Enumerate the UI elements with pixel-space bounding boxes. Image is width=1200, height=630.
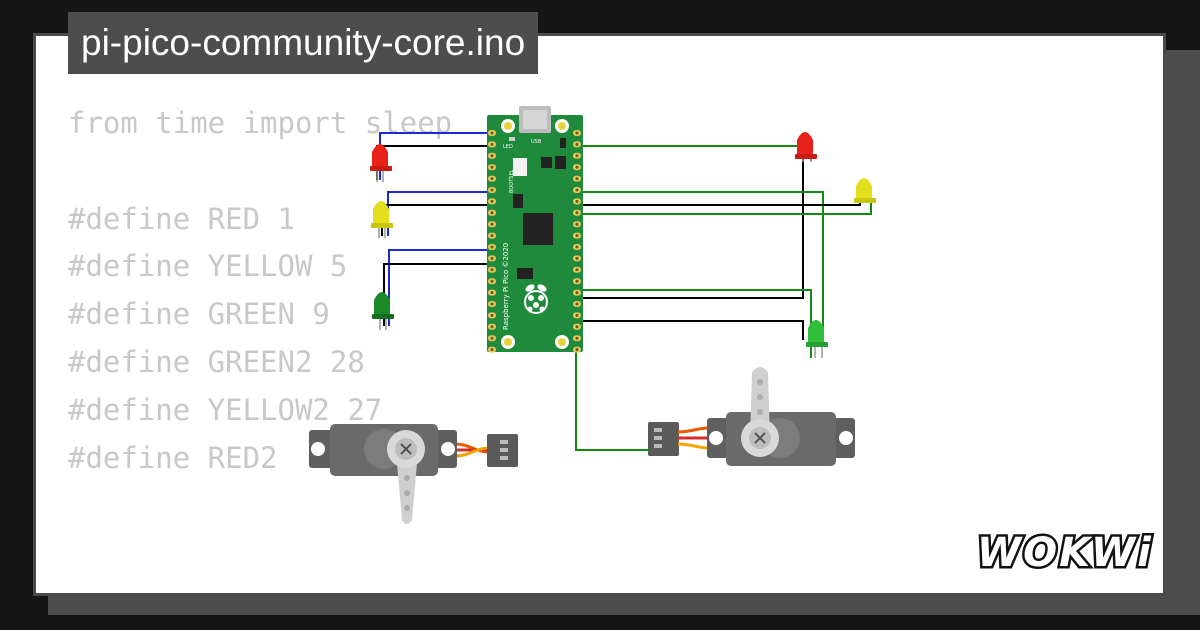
led-icon xyxy=(854,178,876,203)
project-title: pi-pico-community-core.ino xyxy=(68,12,539,74)
servo-horn-icon xyxy=(754,432,766,444)
servo-horn-icon xyxy=(400,443,412,455)
code-line: #define GREEN2 28 xyxy=(68,344,365,379)
led-icon xyxy=(795,132,817,162)
led-yellow-right[interactable] xyxy=(854,178,876,203)
led-icon xyxy=(806,320,828,358)
pin-hole xyxy=(490,199,494,203)
raspberry-pi-pico-board[interactable]: LED USB BOOTSEL Raspberry Pi Pico ©2020 xyxy=(487,106,583,353)
pin-hole xyxy=(490,188,494,192)
pin-hole xyxy=(490,268,494,272)
code-line: #define YELLOW 5 xyxy=(68,249,348,284)
pin-hole xyxy=(575,336,579,340)
pin-hole xyxy=(575,291,579,295)
silk-bootsel: BOOTSEL xyxy=(509,169,515,193)
pin-hole xyxy=(490,302,494,306)
pin-hole xyxy=(490,234,494,238)
pin-hole xyxy=(575,188,579,192)
pin-hole xyxy=(490,211,494,215)
pin-hole xyxy=(575,154,579,158)
pin-hole xyxy=(575,256,579,260)
pin-hole xyxy=(490,256,494,260)
brand-name: WOKWi xyxy=(977,530,1153,576)
pin-hole xyxy=(575,302,579,306)
led-red-left[interactable] xyxy=(370,144,392,182)
led-yellow-left[interactable] xyxy=(371,201,393,238)
code-line: #define RED2 xyxy=(68,440,278,475)
usb-connector-icon xyxy=(519,106,551,133)
servo-right[interactable] xyxy=(648,367,855,466)
code-line: from time import sleep xyxy=(68,106,453,140)
pin-hole xyxy=(490,245,494,249)
pin-hole xyxy=(575,131,579,135)
led-icon xyxy=(372,292,394,330)
pin-hole xyxy=(575,268,579,272)
pin-hole xyxy=(575,325,579,329)
pin-hole xyxy=(575,245,579,249)
wokwi-logo[interactable]: WOKWi xyxy=(975,526,1155,579)
silk-usb: USB xyxy=(531,139,542,145)
pin-hole xyxy=(490,313,494,317)
pin-header-right xyxy=(573,130,581,353)
pin-hole xyxy=(490,165,494,169)
raspberry-logo-icon xyxy=(524,284,548,314)
pin-hole xyxy=(575,177,579,181)
led-green-right[interactable] xyxy=(806,320,828,358)
pin-hole xyxy=(575,211,579,215)
pin-hole xyxy=(575,313,579,317)
led-icon xyxy=(371,201,393,238)
silk-led: LED xyxy=(503,144,513,150)
led-red-right[interactable] xyxy=(795,132,817,162)
code-line: #define YELLOW2 27 xyxy=(68,392,383,427)
pin-hole xyxy=(490,222,494,226)
pin-hole xyxy=(575,142,579,146)
servo-left[interactable] xyxy=(309,424,518,524)
pin-hole xyxy=(490,291,494,295)
pin-hole xyxy=(575,348,579,352)
board-label: Raspberry Pi Pico ©2020 xyxy=(502,243,510,330)
code-line: #define RED 1 xyxy=(68,201,295,236)
project-card[interactable] xyxy=(33,33,1166,596)
pin-hole xyxy=(490,279,494,283)
pin-hole xyxy=(575,199,579,203)
pin-hole xyxy=(490,336,494,340)
pin-hole xyxy=(575,234,579,238)
pin-hole xyxy=(490,177,494,181)
pin-hole xyxy=(575,279,579,283)
pin-hole xyxy=(490,131,494,135)
pin-hole xyxy=(490,348,494,352)
pin-hole xyxy=(575,222,579,226)
wires xyxy=(376,132,872,451)
pin-hole xyxy=(490,142,494,146)
code-preview: from time import sleep #define RED 1 #defi… xyxy=(68,100,452,482)
pin-hole xyxy=(490,154,494,158)
pin-hole xyxy=(490,325,494,329)
pin-hole xyxy=(575,165,579,169)
pin-header-left xyxy=(488,130,496,353)
code-line: #define GREEN 9 xyxy=(68,297,330,332)
led-green-left[interactable] xyxy=(372,292,394,330)
led-icon xyxy=(370,144,392,182)
